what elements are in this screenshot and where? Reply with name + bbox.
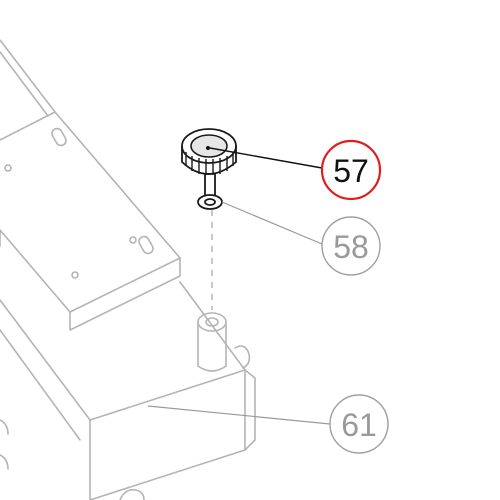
washer-oring xyxy=(197,174,223,210)
callout-58-label: 58 xyxy=(333,229,369,265)
housing-body xyxy=(0,281,256,500)
callout-58[interactable]: 58 xyxy=(321,216,381,276)
leader-58 xyxy=(221,201,323,245)
mounting-plate xyxy=(0,39,181,331)
support-post xyxy=(197,312,227,372)
callout-61-ring xyxy=(329,394,389,454)
leader-57 xyxy=(209,147,323,169)
callout-57-label: 57 xyxy=(333,153,369,189)
callout-61[interactable]: 61 xyxy=(329,394,389,454)
callout-57-highlight-ring xyxy=(320,139,382,201)
callout-57[interactable]: 57 xyxy=(320,139,382,201)
knurled-knob xyxy=(181,128,237,175)
leader-61 xyxy=(147,405,331,425)
callout-61-label: 61 xyxy=(341,407,377,443)
callout-58-ring xyxy=(321,216,381,276)
